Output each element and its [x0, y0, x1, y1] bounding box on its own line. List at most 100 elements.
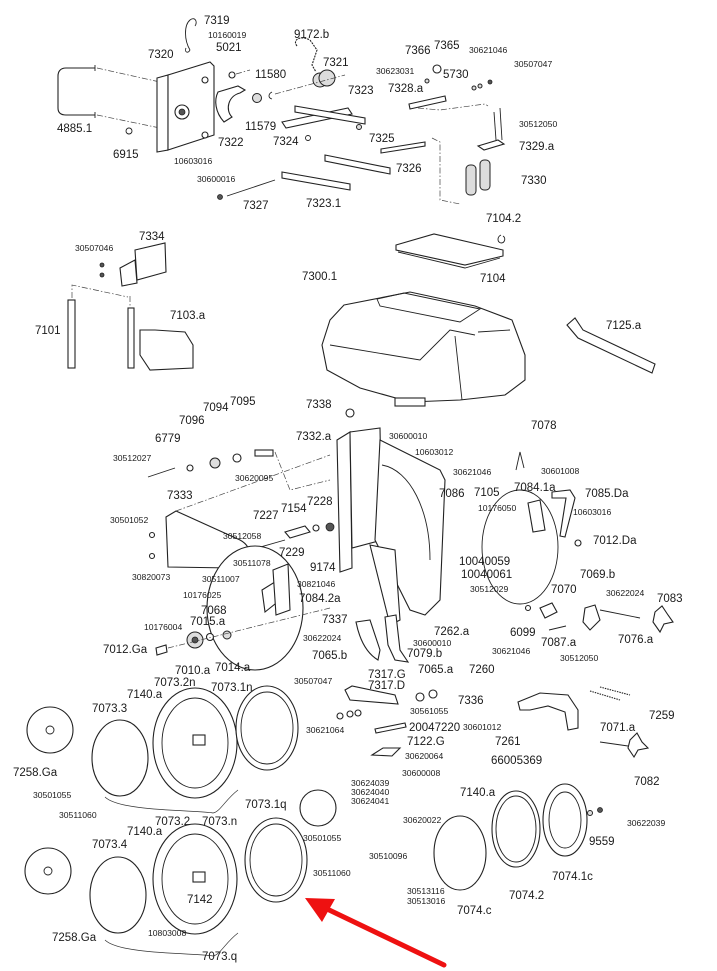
label-30624039: 30624039: [351, 778, 389, 788]
label-7074-2: 7074.2: [509, 890, 544, 902]
label-7140a-lower: 7140.a: [127, 826, 163, 838]
label-7337: 7337: [322, 614, 348, 626]
wheel-half-7074c: [433, 815, 487, 891]
label-7227: 7227: [253, 510, 279, 522]
shoe-7065b: [355, 619, 381, 661]
label-7076a: 7076.a: [618, 634, 654, 646]
label-11580: 11580: [255, 69, 286, 81]
arm-7069b: [582, 604, 601, 631]
label-30624041: 30624041: [351, 796, 389, 806]
label-7323: 7323: [348, 85, 374, 97]
label-7086: 7086: [439, 488, 465, 500]
label-10176050: 10176050: [478, 503, 516, 513]
hub-cap-detail-lower: [24, 847, 72, 895]
label-7085da: 7085.Da: [585, 488, 629, 500]
label-7070: 7070: [551, 584, 577, 596]
label-7140a-right: 7140.a: [460, 787, 496, 799]
plate-7334: [134, 242, 167, 281]
label-30513016: 30513016: [407, 896, 445, 906]
label-7012ga: 7012.Ga: [103, 644, 148, 656]
label-5730: 5730: [443, 69, 469, 81]
arm-7323-1: [281, 171, 351, 191]
hopper-lid-7104: [395, 233, 504, 266]
label-7122g: 7122.G: [407, 736, 445, 748]
u-bolt-4885-1: [57, 67, 95, 116]
label-7095: 7095: [230, 396, 256, 408]
label-66005369: 66005369: [491, 755, 542, 767]
label-30601012: 30601012: [463, 722, 501, 732]
label-30512050-low: 30512050: [560, 653, 598, 663]
bearing-11579: [252, 93, 262, 103]
label-30501052: 30501052: [110, 515, 148, 525]
bearing-7015a: [205, 632, 215, 642]
lever-7070: [539, 602, 558, 619]
label-30600010-low: 30600010: [413, 638, 451, 648]
label-7073-2: 7073.2: [155, 816, 190, 828]
label-7324: 7324: [273, 136, 299, 148]
spring-7259: [589, 686, 631, 701]
label-7073-4: 7073.4: [92, 839, 128, 851]
label-7010a: 7010.a: [175, 665, 211, 677]
label-20047220: 20047220: [409, 722, 460, 734]
label-7069b: 7069.b: [580, 569, 615, 581]
label-9559: 9559: [589, 836, 615, 848]
label-7071a: 7071.a: [600, 722, 636, 734]
wheel-half-7073-1q: [244, 817, 308, 903]
label-7014a: 7014.a: [215, 662, 251, 674]
label-30821046: 30821046: [297, 579, 335, 589]
label-7319: 7319: [204, 15, 230, 27]
label-11579: 11579: [245, 121, 276, 133]
shaft-7326: [380, 141, 426, 154]
label-7065a: 7065.a: [418, 664, 454, 676]
press-wheel-assembly: [24, 685, 650, 957]
knob-7083: [652, 605, 674, 634]
label-7366: 7366: [405, 45, 431, 57]
label-30511060-upper: 30511060: [59, 810, 97, 820]
label-7084-2a: 7084.2a: [299, 593, 341, 605]
part-labels: 7319 10160019 5021 7320 9172.b 7321 1158…: [13, 15, 683, 963]
label-7073-3: 7073.3: [92, 703, 127, 715]
label-9174: 9174: [310, 562, 336, 574]
label-7073q: 7073.q: [202, 951, 237, 963]
label-7154: 7154: [281, 503, 307, 515]
link-7154: [284, 525, 311, 539]
label-30600008: 30600008: [402, 768, 440, 778]
label-10176025: 10176025: [183, 590, 221, 600]
nut-7012ga: [155, 644, 168, 656]
label-7087a: 7087.a: [541, 637, 577, 649]
shoe-7337: [369, 544, 401, 626]
label-6915: 6915: [113, 149, 139, 161]
funnel-7125a: [566, 317, 656, 374]
label-7094: 7094: [203, 402, 229, 414]
label-4885-1: 4885.1: [57, 123, 92, 135]
label-7073-n: 7073.n: [202, 816, 237, 828]
label-7073-1q: 7073.1q: [245, 799, 287, 811]
hopper-7300-1: [321, 291, 526, 403]
label-30622024-left: 30622024: [303, 633, 341, 643]
label-7228: 7228: [307, 496, 333, 508]
label-7142: 7142: [187, 894, 213, 906]
label-7015a: 7015.a: [190, 616, 226, 628]
label-30512050-top: 30512050: [519, 119, 557, 129]
label-7260: 7260: [469, 664, 495, 676]
label-7073-1n: 7073.1n: [211, 682, 253, 694]
label-30620064: 30620064: [405, 751, 443, 761]
label-7326: 7326: [396, 163, 422, 175]
label-7125a: 7125.a: [606, 320, 642, 332]
frame-assembly: [147, 427, 674, 671]
label-7325: 7325: [369, 133, 395, 145]
label-30624040: 30624040: [351, 787, 389, 797]
label-30561055: 30561055: [410, 706, 448, 716]
label-6779: 6779: [155, 433, 181, 445]
highlight-arrow: [305, 898, 447, 968]
tyre-7074-2: [491, 790, 541, 868]
spring-9174: [325, 522, 335, 532]
label-7261: 7261: [495, 736, 521, 748]
deflector-7103a: [139, 329, 194, 371]
label-30501055-upper: 30501055: [33, 790, 71, 800]
label-10803008: 10803008: [148, 928, 186, 938]
shoe-7065a: [384, 614, 410, 663]
label-30620095: 30620095: [235, 473, 273, 483]
frame-7332a: [336, 431, 353, 573]
cap-7338: [345, 408, 355, 418]
